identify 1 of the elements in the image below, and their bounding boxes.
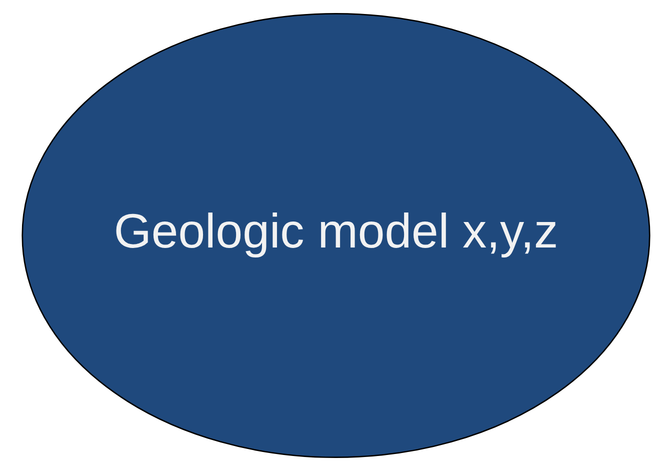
node-ellipse: Geologic model x,y,z: [21, 13, 650, 458]
